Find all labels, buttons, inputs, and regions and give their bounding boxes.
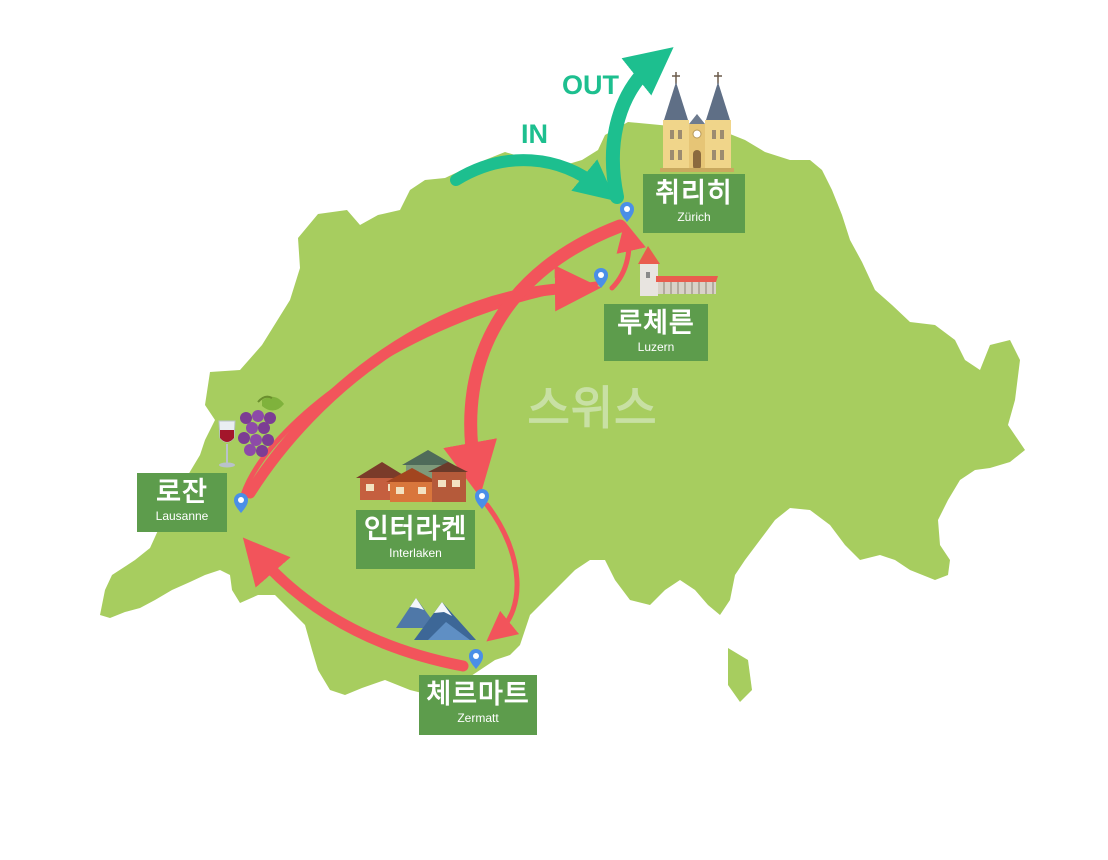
city-label-interlaken[interactable]: 인터라켄 Interlaken [356, 510, 475, 569]
city-name-en: Interlaken [389, 546, 442, 560]
route-luzern-zurich [609, 221, 646, 291]
city-name-ko: 취리히 [655, 178, 733, 209]
route-zermatt-lausanne [242, 537, 469, 672]
chapel-bridge-icon [638, 246, 718, 296]
in-arrow [450, 154, 616, 201]
country-label: 스위스 [527, 381, 658, 435]
city-name-en: Lausanne [155, 509, 209, 523]
city-label-luzern[interactable]: 루체른 Luzern [604, 304, 708, 361]
city-name-en: Zermatt [457, 711, 499, 725]
city-name-en: Zürich [677, 210, 711, 224]
out-arrow [605, 47, 674, 204]
city-label-zurich[interactable]: 취리히 Zürich [643, 174, 745, 233]
country-island [728, 648, 752, 702]
city-name-ko: 로잔 [156, 477, 208, 508]
city-name-ko: 체르마트 [426, 679, 530, 710]
city-name-ko: 루체른 [617, 308, 695, 339]
chalets-icon [356, 450, 468, 502]
city-name-en: Luzern [637, 340, 675, 354]
cathedral-icon [660, 72, 734, 172]
city-label-lausanne[interactable]: 로잔 Lausanne [137, 473, 227, 532]
city-name-ko: 인터라켄 [363, 514, 468, 545]
mountains-icon [396, 598, 476, 640]
in-label: IN [521, 119, 548, 149]
wine-grapes-icon [218, 395, 284, 468]
out-label: OUT [562, 70, 619, 100]
country-shape [100, 122, 1025, 695]
route-zurich-interlaken [443, 219, 627, 497]
city-label-zermatt[interactable]: 체르마트 Zermatt [419, 675, 537, 735]
route-interlaken-zermatt [484, 502, 520, 642]
